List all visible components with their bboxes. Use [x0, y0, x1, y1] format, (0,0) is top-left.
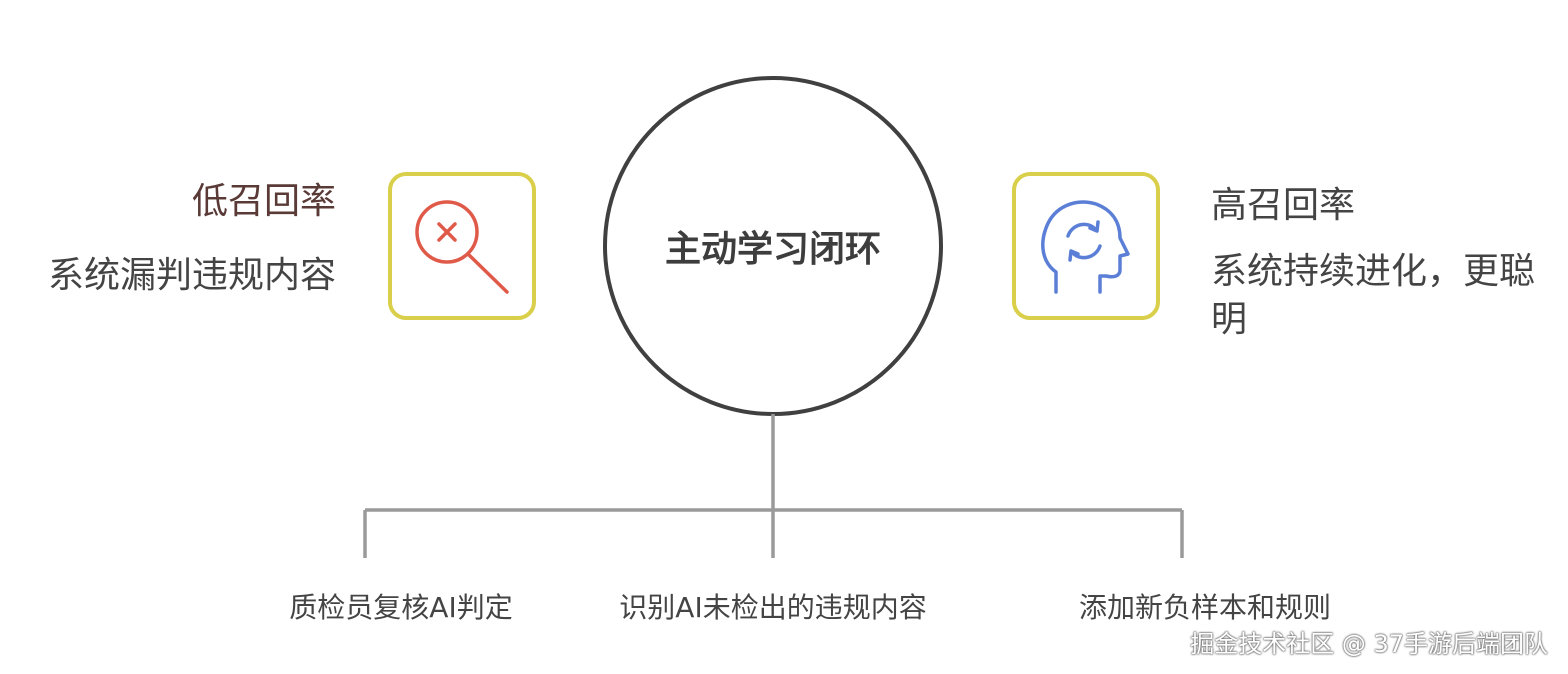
- connector-tree: [363, 414, 1184, 558]
- left-icon-box: [388, 172, 536, 320]
- left-title: 低召回率: [191, 181, 336, 222]
- branch-label-add: 添加新负样本和规则: [1078, 591, 1332, 624]
- magnifier-x-icon: [415, 200, 509, 294]
- right-description: 系统持续进化，更聪明: [1211, 251, 1536, 340]
- watermark: 掘金技术社区 @ 37手游后端团队: [1190, 630, 1548, 658]
- right-icon-box: [1012, 172, 1160, 320]
- left-description: 系统漏判违规内容: [47, 255, 336, 296]
- right-title: 高召回率: [1211, 185, 1356, 226]
- head-cycle-icon: [1041, 200, 1130, 294]
- center-title: 主动学习闭环: [664, 229, 881, 270]
- branch-label-review: 质检员复核AI判定: [289, 591, 513, 624]
- branch-label-identify: 识别AI未检出的违规内容: [619, 591, 927, 624]
